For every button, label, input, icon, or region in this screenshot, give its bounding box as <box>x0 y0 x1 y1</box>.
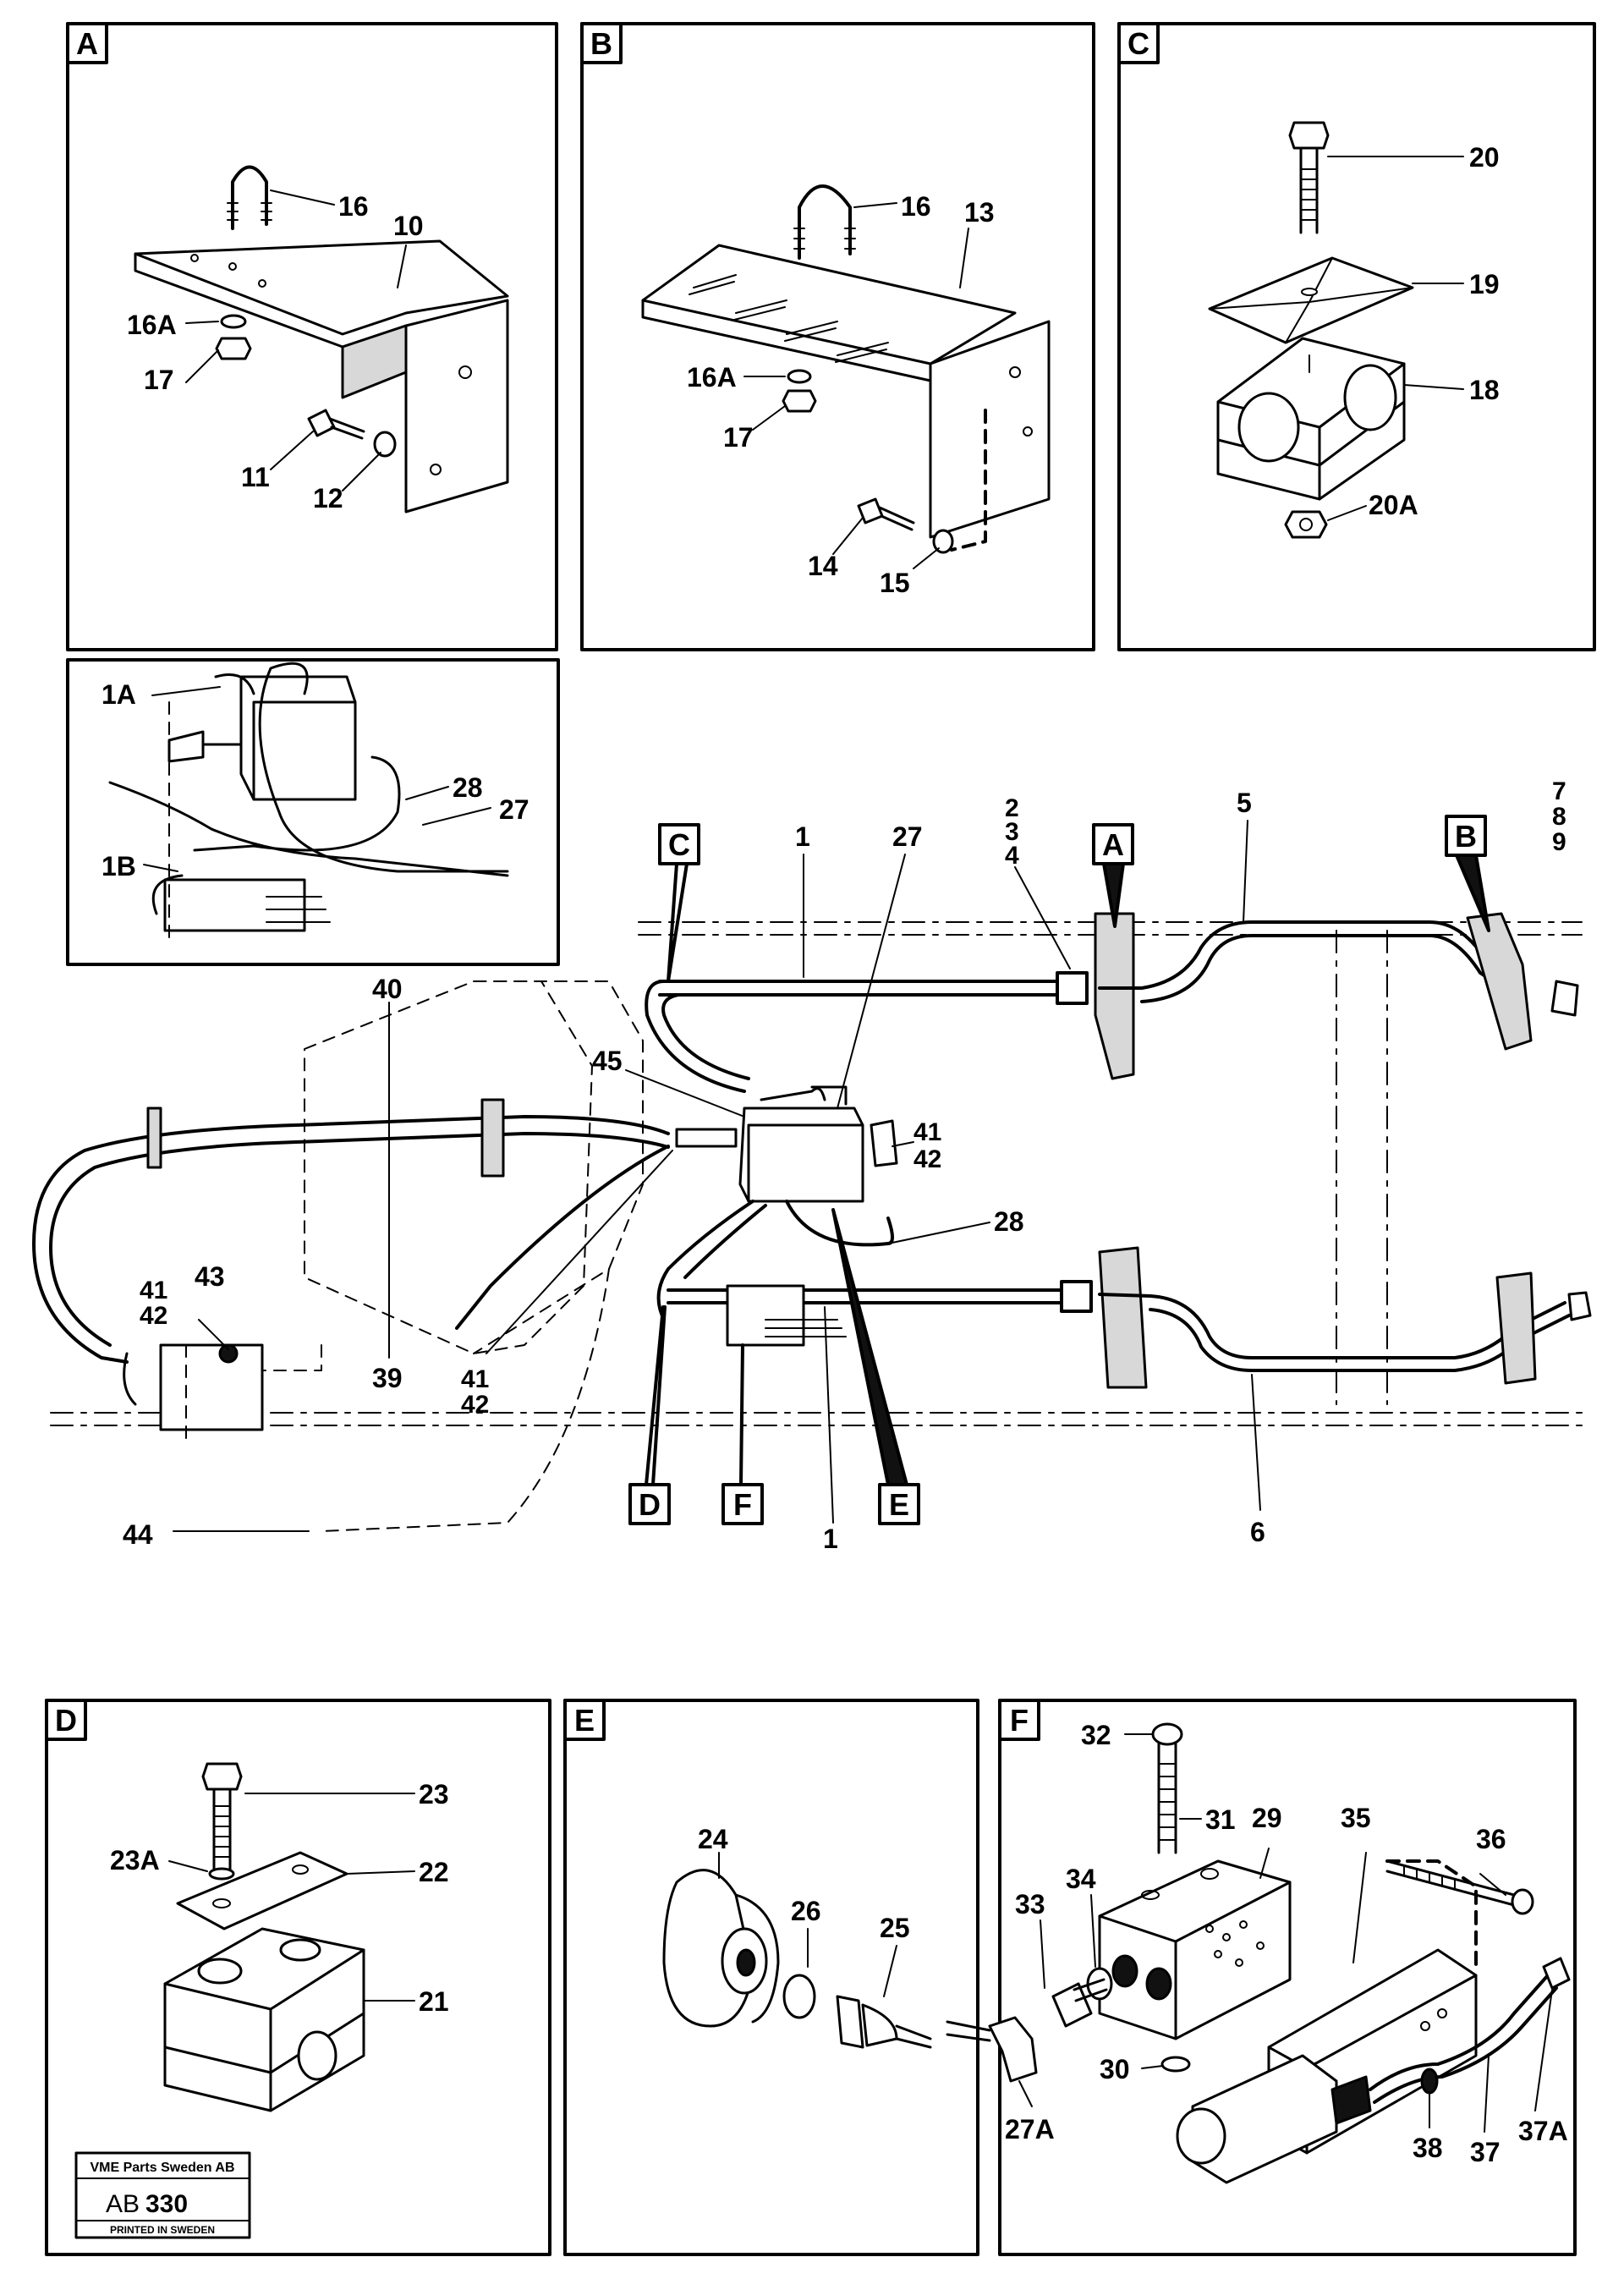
callout-a-17: 17 <box>144 365 174 395</box>
callout-main-41-left: 41 <box>140 1277 167 1304</box>
callout-main-44: 44 <box>123 1519 153 1550</box>
callout-a-11: 11 <box>241 462 270 492</box>
panel-c: C 20 19 18 20A <box>1117 22 1596 651</box>
callout-main-27: 27 <box>892 821 923 852</box>
panel-d: D 23 23A 22 21 VME Parts Sweden AB AB 33… <box>45 1699 551 2256</box>
callout-main-5: 5 <box>1237 788 1252 818</box>
panel-d-label: D <box>55 1703 77 1738</box>
marker-d: D <box>628 1305 671 1525</box>
callout-main-8: 8 <box>1552 803 1566 831</box>
callout-main-45: 45 <box>592 1046 623 1076</box>
callout-f-38: 38 <box>1413 2133 1443 2163</box>
svg-text:D: D <box>639 1487 661 1522</box>
stamp-printed: PRINTED IN SWEDEN <box>110 2224 215 2236</box>
main-assembly: C A B D F E <box>32 777 1592 1554</box>
callout-b-13: 13 <box>964 197 995 228</box>
svg-text:B: B <box>1455 819 1477 854</box>
stamp-company: VME Parts Sweden AB <box>90 2161 234 2175</box>
callout-main-2: 2 <box>1005 794 1019 822</box>
callout-a-10: 10 <box>393 211 424 241</box>
callout-inset-27: 27 <box>499 794 529 825</box>
callout-f-35: 35 <box>1341 1803 1371 1833</box>
panel-c-label: C <box>1127 26 1149 61</box>
panel-f-label: F <box>1010 1703 1029 1738</box>
marker-e: E <box>831 1208 920 1525</box>
callout-c-20a: 20A <box>1369 490 1418 520</box>
callout-f-31: 31 <box>1205 1804 1236 1835</box>
callout-main-42-right: 42 <box>914 1145 941 1173</box>
callout-main-7: 7 <box>1552 777 1566 805</box>
panel-e-label: E <box>574 1703 595 1738</box>
callout-main-42-left: 42 <box>140 1302 167 1330</box>
callout-main-40: 40 <box>372 974 403 1004</box>
callout-f-29: 29 <box>1252 1803 1282 1833</box>
callout-main-4: 4 <box>1005 842 1019 870</box>
stamp-code-prefix: AB <box>106 2190 140 2218</box>
callout-c-18: 18 <box>1469 375 1500 405</box>
callout-main-1-bottom: 1 <box>823 1524 838 1554</box>
callout-f-32: 32 <box>1081 1720 1111 1750</box>
inset-detail: 1A 28 27 1B <box>66 658 560 966</box>
panel-b: B 16 13 16A 17 14 15 <box>580 22 1095 651</box>
callout-f-37a: 37A <box>1518 2116 1568 2146</box>
callout-b-17: 17 <box>723 422 754 453</box>
callout-d-23: 23 <box>419 1779 449 1809</box>
callout-inset-28: 28 <box>453 772 483 803</box>
callout-c-19: 19 <box>1469 269 1500 299</box>
callout-inset-1b: 1B <box>102 851 136 881</box>
marker-c: C <box>658 823 700 983</box>
callout-main-9: 9 <box>1552 828 1566 856</box>
callout-e-25: 25 <box>880 1913 910 1943</box>
callout-main-41-mid: 41 <box>461 1365 489 1393</box>
svg-text:F: F <box>733 1487 752 1522</box>
callout-b-14: 14 <box>808 551 838 581</box>
callout-main-6: 6 <box>1250 1517 1265 1547</box>
callout-d-23a: 23A <box>110 1845 160 1875</box>
callout-b-16a: 16A <box>687 362 737 393</box>
callout-d-22: 22 <box>419 1857 449 1887</box>
panel-a-label: A <box>76 26 98 61</box>
panel-b-label: B <box>590 26 612 61</box>
svg-text:A: A <box>1102 827 1124 862</box>
callout-main-28: 28 <box>994 1206 1024 1237</box>
callout-a-16a: 16A <box>127 310 177 340</box>
svg-text:E: E <box>889 1487 909 1522</box>
callout-main-1-top: 1 <box>795 821 810 852</box>
callout-main-3: 3 <box>1005 818 1019 846</box>
callout-c-20: 20 <box>1469 142 1500 173</box>
callout-a-12: 12 <box>313 483 343 513</box>
marker-a: A <box>1092 823 1134 928</box>
callout-b-16: 16 <box>901 191 931 222</box>
callout-inset-1a: 1A <box>102 679 136 710</box>
callout-a-16: 16 <box>338 191 369 222</box>
callout-main-41-right: 41 <box>914 1118 941 1146</box>
panel-f: F <box>946 1699 1577 2256</box>
callout-f-36: 36 <box>1476 1824 1506 1854</box>
callout-f-33: 33 <box>1015 1889 1045 1919</box>
callout-b-15: 15 <box>880 568 910 598</box>
callout-f-27a: 27A <box>1005 2114 1055 2144</box>
callout-f-34: 34 <box>1066 1864 1096 1894</box>
callout-e-26: 26 <box>791 1896 821 1926</box>
parts-stamp: VME Parts Sweden AB AB 330 PRINTED IN SW… <box>74 2151 251 2239</box>
stamp-code-number: 330 <box>145 2190 188 2218</box>
callout-main-39: 39 <box>372 1363 403 1393</box>
callout-d-21: 21 <box>419 1986 449 2017</box>
callout-main-42-mid: 42 <box>461 1391 489 1419</box>
svg-text:C: C <box>668 827 690 862</box>
callout-f-30: 30 <box>1100 2054 1130 2084</box>
callout-f-37: 37 <box>1470 2137 1501 2167</box>
marker-f: F <box>721 1343 764 1525</box>
panel-e: E 24 26 25 <box>563 1699 979 2256</box>
callout-e-24: 24 <box>698 1824 728 1854</box>
callout-main-43: 43 <box>195 1261 225 1292</box>
panel-a: A 16 10 16A 17 11 12 <box>66 22 558 651</box>
marker-b: B <box>1445 815 1490 932</box>
